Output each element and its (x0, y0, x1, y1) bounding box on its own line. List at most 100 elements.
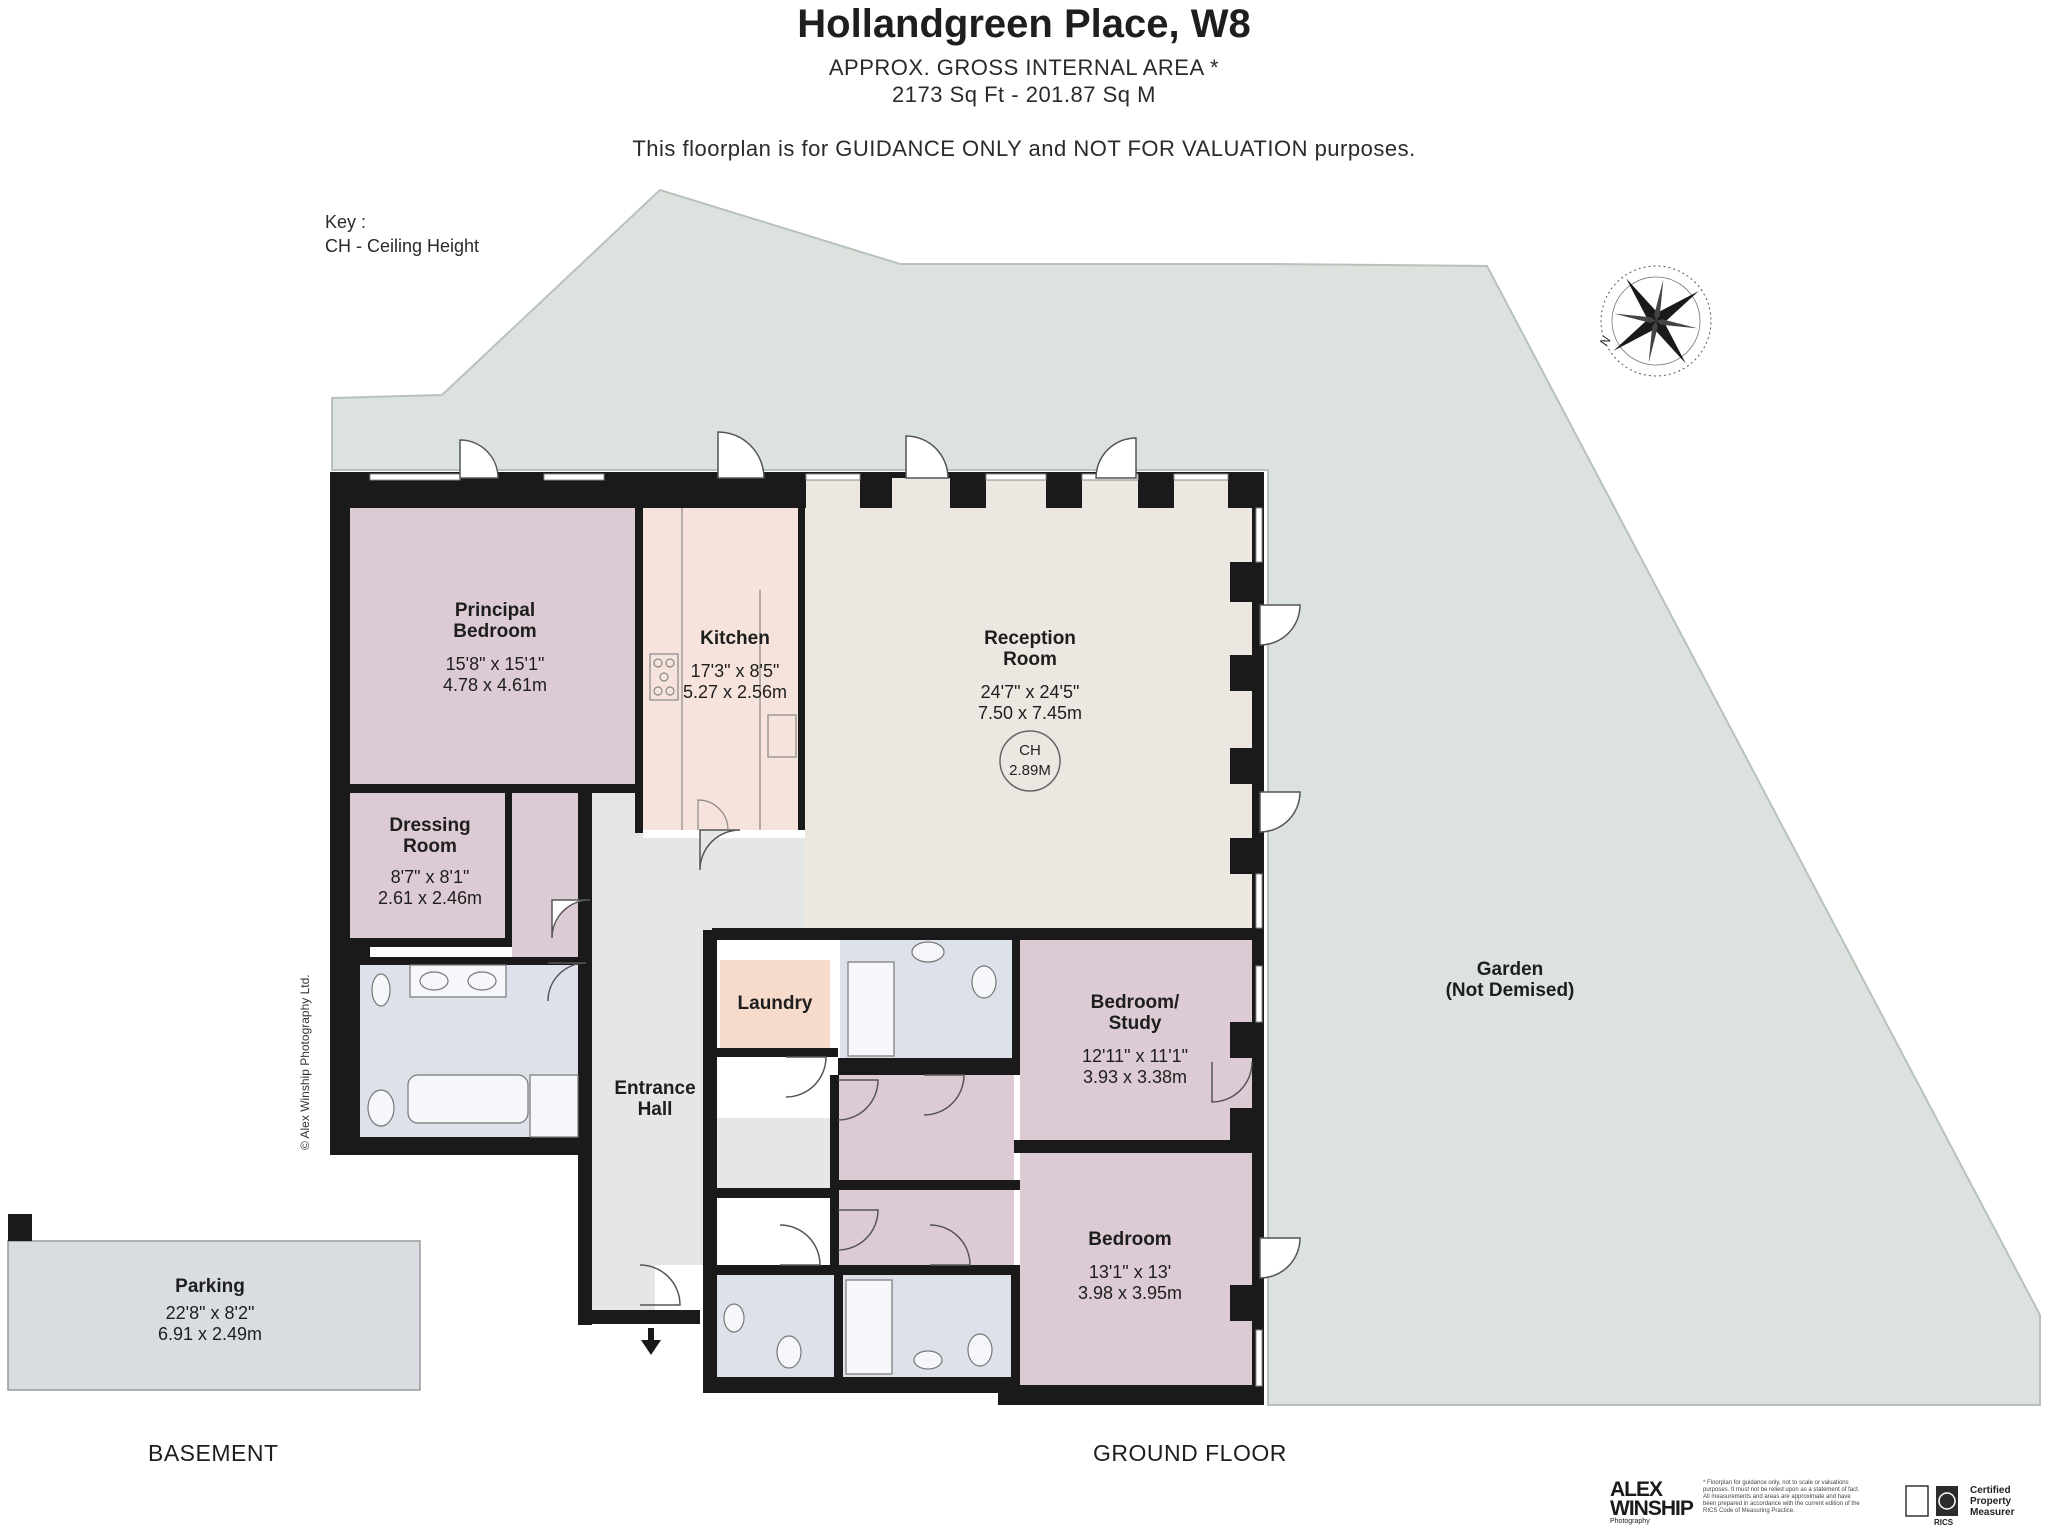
reception-area (805, 478, 1255, 928)
facade-piers-top (508, 472, 1264, 508)
legend-key: Key : CH - Ceiling Height (325, 210, 479, 258)
logo-line-2: WINSHIP (1610, 1497, 1694, 1520)
room-imperial: 8'7" x 8'1" (390, 867, 470, 887)
room-garden: Garden (Not Demised) (1410, 959, 1610, 1001)
parking-area (7, 1240, 421, 1391)
wall-kitchen-left (635, 508, 643, 833)
wall-ensuite-top (350, 957, 586, 965)
rics-code-badge (1905, 1485, 1929, 1517)
wall-bed-bottom (350, 784, 642, 793)
room-imperial: 15'8" x 15'1" (445, 654, 545, 674)
room-metric: 5.27 x 2.56m (682, 682, 788, 702)
wall-bottom-middle (703, 1377, 1013, 1393)
rics-seal (1938, 1492, 1956, 1510)
bathroom-fittings (367, 941, 997, 1375)
room-bedroom: Bedroom 13'1" x 13' 3.98 x 3.95m (1040, 1229, 1220, 1304)
room-metric: 2.61 x 2.46m (377, 888, 483, 908)
legend-key-title: Key : (325, 212, 367, 232)
room-imperial: 17'3" x 8'5" (690, 661, 780, 681)
rics-label: RICS (1934, 1518, 1954, 1527)
copyright-notice: © Alex Winship Photography Ltd. (298, 974, 312, 1150)
floor-label-basement: BASEMENT (148, 1440, 279, 1466)
logo-line-1: ALEX (1610, 1478, 1663, 1501)
room-imperial: 12'11" x 11'1" (1081, 1046, 1189, 1066)
room-name: Laundry (737, 993, 813, 1014)
room-entrance-hall: Entrance Hall (600, 1078, 710, 1120)
room-name: Parking (175, 1276, 245, 1297)
legend-key-entry: CH - Ceiling Height (325, 236, 480, 256)
wall-hall-right (703, 930, 717, 1390)
room-bedroom-study: Bedroom/ Study 12'11" x 11'1" 3.93 x 3.3… (1040, 992, 1230, 1088)
bedroom-corridor-lower (838, 1190, 1014, 1270)
area-label: APPROX. GROSS INTERNAL AREA * (828, 55, 1220, 80)
guidance-notice: This floorplan is for GUIDANCE ONLY and … (632, 136, 1416, 161)
room-laundry: Laundry (720, 993, 830, 1014)
room-kitchen: Kitchen 17'3" x 8'5" 5.27 x 2.56m (665, 628, 805, 703)
room-metric: 3.93 x 3.38m (1082, 1067, 1188, 1087)
area-values: 2173 Sq Ft - 201.87 Sq M (892, 82, 1156, 107)
principal-bedroom-area (350, 508, 638, 784)
room-imperial: 13'1" x 13' (1088, 1262, 1172, 1282)
room-name: Principal Bedroom (453, 600, 537, 642)
dressing-room-area (350, 793, 505, 938)
bedroom-area (1020, 1153, 1258, 1385)
wall-kitchen-right (798, 508, 805, 830)
room-name: Garden (Not Demised) (1445, 959, 1575, 1001)
laundry-area (720, 960, 830, 1048)
wall-hall-left (578, 785, 592, 1325)
door-swings (459, 431, 1301, 1306)
wall-bottom-left (580, 1310, 700, 1324)
alex-winship-logo: ALEX WINSHIP Photography (1610, 1478, 1700, 1525)
wall-laundry-bottom (712, 1048, 838, 1057)
ceiling-height-marker (999, 730, 1061, 792)
entrance-arrow-icon (641, 1328, 661, 1355)
room-imperial: 24'7" x 24'5" (980, 682, 1080, 702)
bedroom-study-area (1020, 940, 1258, 1140)
wall-study-bottom (1014, 1140, 1264, 1153)
wall-bath2-right (1012, 940, 1020, 1075)
bedroom-corridor-area (512, 793, 586, 963)
wall-dressing-right (505, 793, 512, 938)
room-metric: 6.91 x 2.49m (157, 1324, 263, 1344)
wall-dressing-bottom (350, 938, 512, 947)
room-name: Bedroom/ Study (1090, 992, 1180, 1034)
facade-piers-right (1230, 562, 1264, 1321)
compass-icon (1600, 265, 1712, 377)
lower-left-wall (330, 1137, 590, 1155)
room-name: Reception Room (984, 628, 1076, 670)
logo-sub: Photography (1610, 1518, 1650, 1525)
kitchen-area (643, 508, 798, 830)
wall-corridor-left (830, 1075, 839, 1270)
room-imperial: 22'8" x 8'2" (165, 1303, 255, 1323)
parking-wall (8, 1214, 32, 1241)
bedroom-corridor-middle (838, 1075, 1014, 1180)
wall-bath3-top (712, 1265, 1012, 1275)
ceiling-height-code: CH (1019, 742, 1041, 759)
rics-badge (1936, 1486, 1958, 1516)
wall-bath3-right (1011, 1265, 1020, 1385)
room-metric: 3.98 x 3.95m (1077, 1283, 1183, 1303)
page-title: Hollandgreen Place, W8 (797, 2, 1251, 46)
room-metric: 7.50 x 7.45m (977, 703, 1083, 723)
room-name: Bedroom (1088, 1229, 1172, 1250)
room-name: Dressing Room (389, 815, 471, 857)
wall-bottom-right (998, 1385, 1264, 1405)
wall-bath2-bottom (838, 1058, 1020, 1075)
ceiling-height-label: CH 2.89M (990, 741, 1070, 781)
room-principal-bedroom: Principal Bedroom 15'8" x 15'1" 4.78 x 4… (395, 600, 595, 696)
wall-wc-divider (834, 1275, 843, 1377)
floor-label-ground: GROUND FLOOR (1093, 1440, 1287, 1466)
wall-corr-mid (838, 1180, 1020, 1190)
entrance-hall-area (590, 793, 805, 1322)
hall-cupboard-area (716, 1118, 834, 1188)
room-parking: Parking 22'8" x 8'2" 6.91 x 2.49m (110, 1276, 310, 1345)
room-dressing: Dressing Room 8'7" x 8'1" 2.61 x 2.46m (360, 815, 500, 909)
room-name: Entrance Hall (614, 1078, 696, 1120)
footer-disclaimer: * Floorplan for guidance only, not to sc… (1703, 1480, 1860, 1514)
ceiling-height-value: 2.89M (1009, 762, 1051, 779)
wall-reception-bottom (712, 928, 1264, 940)
certified-measurer-label: Certified Property Measurer (1970, 1485, 2015, 1518)
kitchen-fittings (649, 508, 797, 831)
room-reception: Reception Room 24'7" x 24'5" 7.50 x 7.45… (930, 628, 1130, 724)
